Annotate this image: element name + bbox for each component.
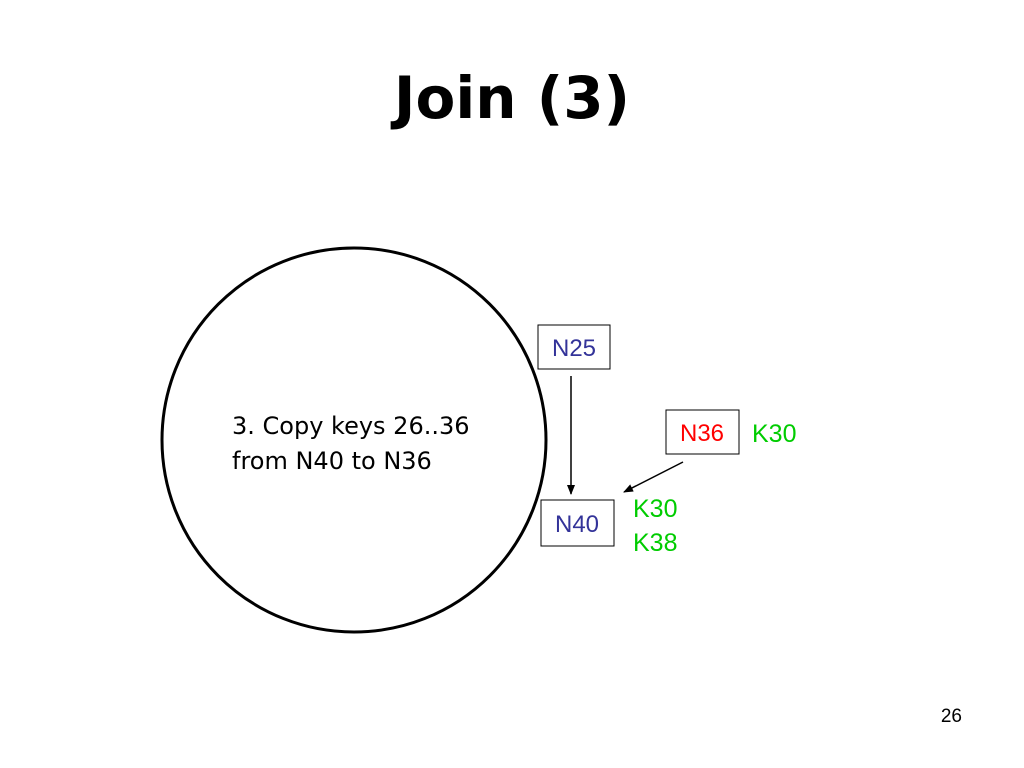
node-n25: N25 xyxy=(537,324,611,370)
node-n40-box xyxy=(540,499,615,547)
arrow-n36-to-n40 xyxy=(623,461,684,493)
node-n25-box xyxy=(537,324,611,370)
identifier-ring xyxy=(160,246,548,634)
node-n40-label: N40 xyxy=(555,511,599,538)
node-n36-label: N36 xyxy=(680,420,724,447)
n40-key-k38: K38 xyxy=(633,529,677,557)
n36-key-k30: K30 xyxy=(752,420,796,448)
n40-key-k30: K30 xyxy=(633,495,677,523)
ring-note-line-1: 3. Copy keys 26..36 xyxy=(232,412,470,440)
ring-note-line-2: from N40 to N36 xyxy=(232,447,432,475)
page-number: 26 xyxy=(940,706,962,727)
node-n36: N36 xyxy=(665,409,740,455)
node-n36-box xyxy=(665,409,740,455)
node-n40: N40 xyxy=(540,499,615,547)
node-n25-label: N25 xyxy=(552,335,596,362)
slide-title: Join (3) xyxy=(393,64,631,132)
